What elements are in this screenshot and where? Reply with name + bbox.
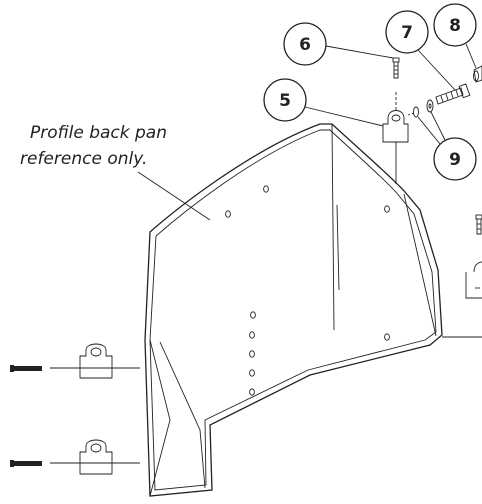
callout-9-label: 9: [449, 150, 461, 170]
callout-9-leader-b: [430, 111, 446, 141]
callout-7: 7: [385, 10, 456, 91]
note-line-2: reference only.: [20, 149, 147, 169]
lower-clip-1: [50, 343, 140, 379]
callout-8: 8: [433, 3, 477, 69]
nut-part-8: [473, 65, 482, 83]
washers-part-9: [407, 99, 434, 118]
callout-5-label: 5: [279, 91, 291, 111]
callout-7-label: 7: [401, 23, 413, 43]
lower-screw-1: [10, 365, 42, 372]
lower-screw-2: [10, 460, 42, 467]
callout-9-leader-a: [417, 116, 441, 145]
callout-5: 5: [263, 78, 384, 127]
right-screw-partial: [475, 214, 482, 235]
callout-6-label: 6: [299, 35, 311, 55]
callout-5-leader: [304, 106, 384, 127]
right-clip-partial: [442, 261, 482, 338]
note-leader-line: [137, 171, 211, 221]
reference-note: Profile back pan reference only.: [20, 123, 211, 221]
back-pan: [144, 123, 443, 497]
callout-6: 6: [283, 22, 394, 66]
callout-7-leader: [417, 49, 456, 91]
callout-6-leader: [325, 45, 394, 59]
note-line-1: Profile back pan: [30, 123, 167, 143]
callout-8-label: 8: [449, 16, 461, 36]
lower-clip-2: [50, 439, 140, 475]
bolt-part-7: [435, 83, 471, 105]
clip-part-5: [382, 90, 409, 184]
callout-8-leader: [465, 43, 477, 69]
callout-9: 9: [417, 111, 477, 181]
screw-part-6: [392, 57, 400, 79]
